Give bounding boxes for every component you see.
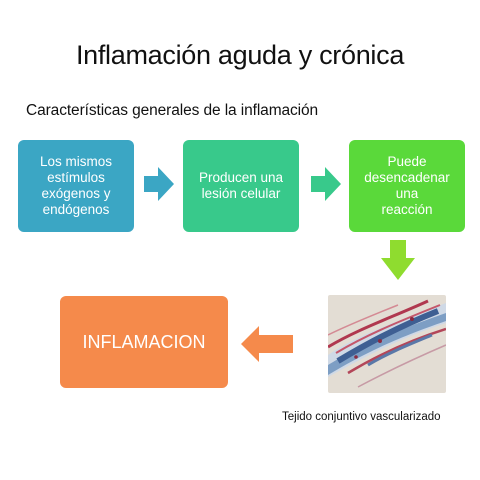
histology-image — [328, 295, 446, 393]
box-cell-injury-line: Producen una — [198, 170, 284, 185]
subtitle: Características generales de la inflamac… — [26, 102, 319, 119]
box-reaction-line: desencadenar una — [364, 170, 450, 201]
box-inflamacion-label: INFLAMACION — [82, 332, 206, 352]
box-stimuli-line: estímulos — [47, 170, 105, 185]
arrow-right-icon — [311, 167, 341, 201]
image-caption: Tejido conjuntivo vascularizado — [282, 411, 441, 423]
box-reaction: Puede desencadenar una reacción — [349, 140, 465, 232]
arrow-right-icon — [144, 167, 174, 201]
box-reaction-line: reacción — [381, 202, 433, 217]
box-stimuli-line: exógenos y — [41, 186, 111, 201]
arrow-down-icon — [381, 240, 415, 280]
box-stimuli-line: Los mismos — [39, 154, 112, 169]
page-title: Inflamación aguda y crónica — [75, 40, 405, 70]
box-cell-injury-line: lesión celular — [201, 186, 281, 201]
box-reaction-line: Puede — [387, 154, 427, 169]
box-inflamacion: INFLAMACION — [60, 296, 228, 388]
box-stimuli: Los mismos estímulos exógenos y endógeno… — [18, 140, 134, 232]
box-cell-injury: Producen una lesión celular — [183, 140, 299, 232]
box-stimuli-line: endógenos — [42, 202, 110, 217]
histology-photo — [328, 295, 446, 393]
arrow-left-icon — [241, 326, 293, 362]
